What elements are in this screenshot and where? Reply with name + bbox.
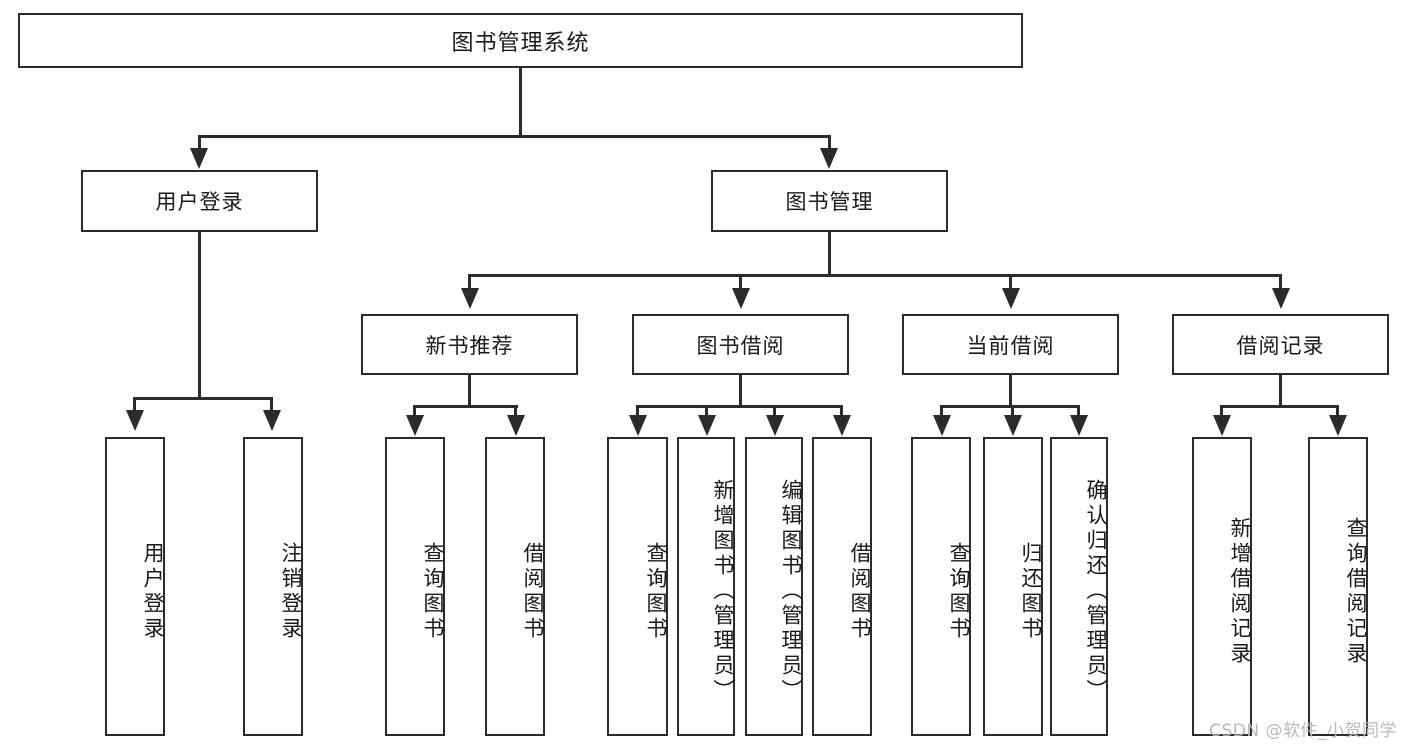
node-leaf-logout[interactable]: 注销登录 xyxy=(243,437,303,736)
edge-new-book-rec-branch-1 xyxy=(413,405,416,417)
arrowhead-current-borrow-leaf-1 xyxy=(933,415,951,436)
arrowhead-to-new-book-rec xyxy=(461,288,479,309)
node-root-system[interactable]: 图书管理系统 xyxy=(18,13,1023,68)
node-leaf-confirm-return[interactable]: 确认归还（管理员） xyxy=(1050,437,1108,736)
node-leaf-add-book[interactable]: 新增图书（管理员） xyxy=(677,437,735,736)
node-borrow-record[interactable]: 借阅记录 xyxy=(1172,314,1389,375)
node-leaf-query-book-3[interactable]: 查询图书 xyxy=(911,437,971,736)
edge-borrow-record-branch-2 xyxy=(1336,405,1339,417)
node-book-borrow[interactable]: 图书借阅 xyxy=(632,314,849,375)
arrowhead-current-borrow-leaf-2 xyxy=(1004,415,1022,436)
node-leaf-return-book[interactable]: 归还图书 xyxy=(983,437,1043,736)
node-leaf-borrow-book-1[interactable]: 借阅图书 xyxy=(485,437,545,736)
edge-borrow-record-bus xyxy=(1220,405,1339,408)
edge-book-borrow-bus xyxy=(636,405,842,408)
arrowhead-root-to-book-manage xyxy=(820,148,838,169)
arrowhead-new-book-rec-leaf-1 xyxy=(406,415,424,436)
node-leaf-borrow-book-2[interactable]: 借阅图书 xyxy=(812,437,872,736)
node-leaf-user-login[interactable]: 用户登录 xyxy=(105,437,165,736)
edge-root-to-book-manage xyxy=(828,135,831,150)
edge-root-bus xyxy=(198,135,831,138)
edge-new-book-rec-bus xyxy=(413,405,518,408)
node-current-borrow[interactable]: 当前借阅 xyxy=(902,314,1119,375)
arrowhead-book-borrow-leaf-1 xyxy=(629,415,647,436)
edge-book-manage-stem xyxy=(828,232,831,277)
node-leaf-query-book-2[interactable]: 查询图书 xyxy=(607,437,668,736)
arrowhead-user-login-leaf-2 xyxy=(263,410,281,431)
arrowhead-to-current-borrow xyxy=(1002,288,1020,309)
edge-book-borrow-stem xyxy=(739,375,742,408)
edge-root-stem xyxy=(519,68,522,137)
edge-user-login-bus xyxy=(133,397,272,400)
node-book-manage[interactable]: 图书管理 xyxy=(711,170,948,232)
edge-book-borrow-branch-3 xyxy=(773,405,776,417)
arrowhead-new-book-rec-leaf-2 xyxy=(507,415,525,436)
node-leaf-add-record[interactable]: 新增借阅记录 xyxy=(1192,437,1252,736)
edge-book-borrow-branch-4 xyxy=(840,405,843,417)
edge-book-manage-branch-3 xyxy=(1009,274,1012,290)
edge-new-book-rec-branch-2 xyxy=(514,405,517,417)
arrowhead-root-to-user-login xyxy=(190,148,208,169)
arrowhead-user-login-leaf-1 xyxy=(126,410,144,431)
edge-current-borrow-bus xyxy=(940,405,1079,408)
edge-book-manage-branch-4 xyxy=(1279,274,1282,290)
edge-current-borrow-branch-1 xyxy=(940,405,943,417)
arrowhead-book-borrow-leaf-2 xyxy=(698,415,716,436)
node-user-login[interactable]: 用户登录 xyxy=(81,170,318,232)
edge-root-to-user-login xyxy=(198,135,201,150)
edge-book-borrow-branch-2 xyxy=(705,405,708,417)
edge-user-login-branch-1 xyxy=(133,397,136,412)
arrowhead-borrow-record-leaf-2 xyxy=(1329,415,1347,436)
arrowhead-current-borrow-leaf-3 xyxy=(1070,415,1088,436)
edge-borrow-record-branch-1 xyxy=(1220,405,1223,417)
edge-borrow-record-stem xyxy=(1279,375,1282,408)
edge-book-borrow-branch-1 xyxy=(636,405,639,417)
arrowhead-to-borrow-record xyxy=(1272,288,1290,309)
edge-user-login-stem xyxy=(198,232,201,400)
node-leaf-query-book-1[interactable]: 查询图书 xyxy=(385,437,445,736)
arrowhead-book-borrow-leaf-3 xyxy=(766,415,784,436)
node-leaf-edit-book[interactable]: 编辑图书（管理员） xyxy=(745,437,803,736)
arrowhead-to-book-borrow xyxy=(732,288,750,309)
edge-current-borrow-branch-2 xyxy=(1011,405,1014,417)
edge-new-book-rec-stem xyxy=(468,375,471,408)
arrowhead-book-borrow-leaf-4 xyxy=(833,415,851,436)
csdn-watermark: CSDN @软件_小贺同学 xyxy=(1209,721,1397,741)
node-leaf-query-record[interactable]: 查询借阅记录 xyxy=(1308,437,1368,736)
node-new-book-rec[interactable]: 新书推荐 xyxy=(361,314,578,375)
edge-user-login-branch-2 xyxy=(270,397,273,412)
arrowhead-borrow-record-leaf-1 xyxy=(1213,415,1231,436)
edge-book-manage-bus xyxy=(468,274,1282,277)
edge-book-manage-branch-2 xyxy=(739,274,742,290)
edge-current-borrow-branch-3 xyxy=(1077,405,1080,417)
edge-book-manage-branch-1 xyxy=(468,274,471,290)
edge-current-borrow-stem xyxy=(1009,375,1012,408)
